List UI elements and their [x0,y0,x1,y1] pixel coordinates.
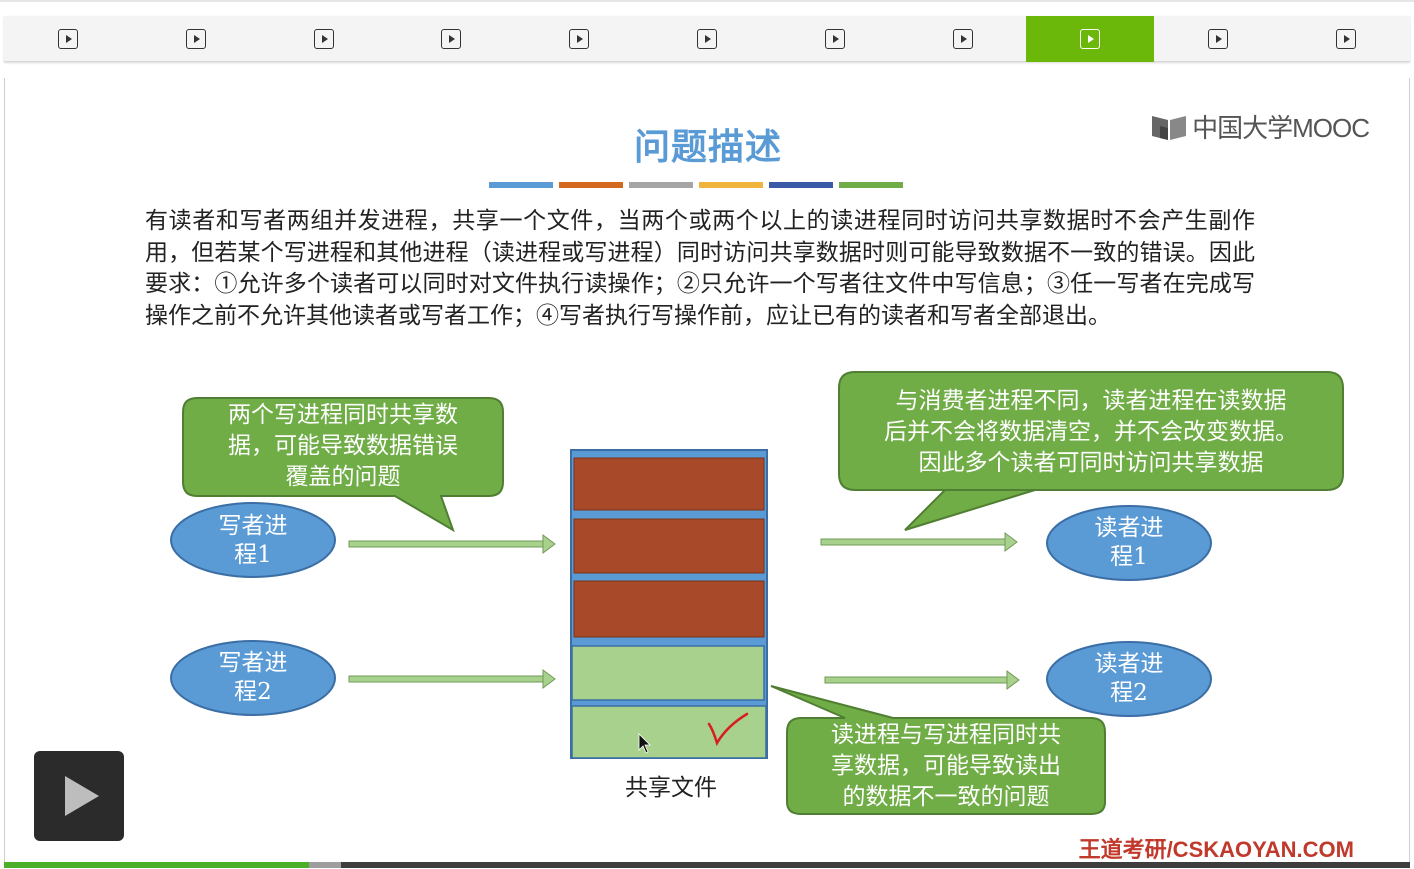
reader2-label-line: 读者进 [1094,651,1164,677]
writer-callout-line: 覆盖的问题 [285,464,401,490]
play-triangle-icon [705,35,711,43]
play-triangle-icon [1344,35,1350,43]
play-square-icon [952,29,973,49]
play-square-icon [58,29,78,49]
file-block-written [573,457,765,511]
problem-description: 有读者和写者两组并发进程，共享一个文件，当两个或两个以上的读进程同时访问共享数据… [145,208,1255,329]
file-block-written [573,518,765,574]
play-triangle-icon [1088,35,1095,43]
watermark: 王道考研/CSKAOYAN.COM [1078,837,1354,862]
file-block-written [573,580,765,638]
reader2-label: 读者进 程2 [1047,650,1211,708]
chapter-segment[interactable] [899,16,1027,62]
play-square-icon [441,29,462,49]
play-square-icon [1080,29,1101,49]
reader1-ellipse [1046,505,1212,581]
chapter-segment[interactable] [1154,16,1282,62]
reader-callout-line: 因此多个读者可同时访问共享数据 [918,450,1264,476]
top-border [0,0,1414,2]
read-write-callout-shape [770,685,1106,815]
title-stripe [629,182,693,188]
writer1-ellipse [170,502,336,578]
file-block-empty [571,645,765,701]
writer1-label-line: 写者进 [218,513,288,539]
play-triangle-icon [1216,35,1223,43]
read-write-callout-line: 的数据不一致的问题 [842,784,1050,810]
play-button[interactable] [34,751,124,841]
reader-callout-line: 与消费者进程不同，读者进程在读数据 [895,388,1287,414]
reader-callout-shape [838,371,1344,531]
play-square-icon [569,29,590,49]
writer-callout-line: 据，可能导致数据错误 [228,433,458,459]
read-write-callout-line: 享数据，可能导致读出 [831,753,1061,779]
file-block-empty [571,705,767,759]
writer2-label-line: 写者进 [218,650,288,676]
play-triangle-icon [832,35,839,43]
chapter-segment[interactable] [260,16,388,62]
play-triangle-icon [193,35,200,43]
writer2-label: 写者进 程2 [171,649,335,707]
chapter-segment[interactable] [643,16,771,62]
chapter-segment[interactable] [771,16,899,62]
reader1-label-line: 程1 [1110,544,1148,570]
chapter-segment[interactable] [1282,16,1410,62]
chapter-segment[interactable] [132,16,260,62]
play-square-icon [1336,29,1356,49]
title-stripe [489,182,553,188]
reader2-ellipse [1046,641,1212,717]
writer2-ellipse [170,640,336,716]
check-mark-icon [707,712,749,747]
writer1-arrow [348,534,556,554]
play-triangle-icon [66,35,72,43]
play-icon [65,776,99,816]
writer2-arrow [348,669,556,689]
writer1-label-line: 程1 [234,542,272,568]
reader2-arrow [824,670,1020,690]
reader1-label-line: 读者进 [1094,515,1164,541]
chapter-segment[interactable] [515,16,643,62]
diagram [170,371,1344,815]
reader1-arrow [820,532,1018,552]
play-triangle-icon [960,35,967,43]
mouse-cursor-icon [638,733,651,754]
progress-bar[interactable] [4,862,1410,868]
title-stripe [559,182,623,188]
play-square-icon [824,29,845,49]
title-stripe [699,182,763,188]
chapter-bar [4,16,1410,62]
mooc-logo-icon [1152,115,1187,140]
title-stripe [839,182,903,188]
writer2-label-line: 程2 [234,679,272,705]
play-square-icon [185,29,206,49]
play-triangle-icon [321,35,328,43]
play-triangle-icon [449,35,456,43]
read-write-callout-text: 读进程与写进程同时共 享数据，可能导致读出 的数据不一致的问题 [787,720,1105,813]
slide: 问题描述 中国大学MOOC 有读者和写者两组并发进程，共享一个文件，当两个或两个… [4,78,1410,862]
mooc-brand: 中国大学MOOC [1150,108,1370,145]
reader2-label-line: 程2 [1110,680,1148,706]
mooc-brand-text: 中国大学MOOC [1192,113,1370,143]
chapter-segment[interactable] [1026,16,1155,62]
progress-played [4,862,310,868]
writer-callout-line: 两个写进程同时共享数 [228,402,458,428]
writer-callout-shape [182,397,504,533]
reader-callout-line: 后并不会将数据清空，并不会改变数据。 [884,419,1298,445]
play-square-icon [313,29,334,49]
slide-title: 问题描述 [633,126,782,168]
read-write-callout-line: 读进程与写进程同时共 [831,722,1061,748]
title-stripes [489,182,903,188]
shared-file-label: 共享文件 [625,775,717,801]
play-square-icon [697,29,717,49]
chapter-segment[interactable] [387,16,515,62]
writer-callout-text: 两个写进程同时共享数 据，可能导致数据错误 覆盖的问题 [183,400,503,493]
reader1-label: 读者进 程1 [1047,514,1211,572]
title-stripe [769,182,833,188]
shared-file [570,449,768,759]
play-square-icon [1208,29,1229,49]
chapter-segment[interactable] [4,16,132,62]
reader-callout-text: 与消费者进程不同，读者进程在读数据 后并不会将数据清空，并不会改变数据。 因此多… [839,386,1343,479]
writer1-label: 写者进 程1 [171,512,335,570]
play-triangle-icon [577,35,584,43]
